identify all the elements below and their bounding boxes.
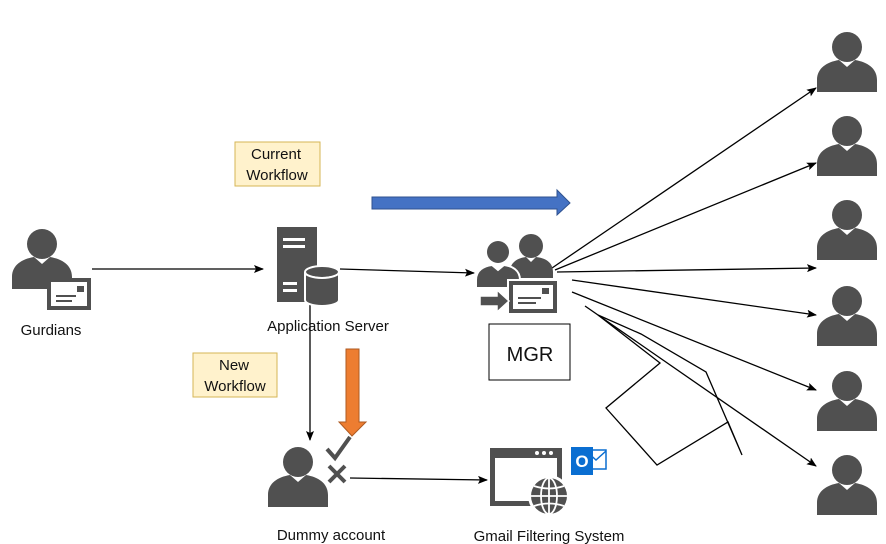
user-icon [817, 286, 877, 346]
current-workflow-arrow [371, 188, 571, 217]
arrow-mgr-to-user-4 [571, 279, 817, 318]
filter-loop-shape [597, 314, 743, 466]
new-workflow-note-line1: New [219, 357, 249, 374]
mgr-node: MGR [475, 234, 571, 381]
arrow-mgr-to-user-5 [571, 291, 817, 391]
gmail-filtering-label: Gmail Filtering System [474, 528, 625, 544]
server-database-icon [277, 227, 340, 307]
arrow-dummy-to-gmail [349, 475, 488, 484]
arrow-mgr-to-user-6 [584, 305, 817, 467]
arrow-server-to-mgr [339, 268, 475, 277]
mgr-label: MGR [507, 344, 554, 366]
mgr-label-box [488, 323, 571, 381]
guardians-node: Gurdians [12, 229, 91, 339]
user-icon [817, 200, 877, 260]
user-with-envelope-icon [12, 229, 91, 310]
recipient-users [817, 32, 877, 515]
current-workflow-note-line1: Current [251, 146, 302, 163]
browser-globe-icon [490, 448, 570, 517]
user-icon [817, 455, 877, 515]
outlook-letter: O [575, 452, 588, 471]
group-forward-mail-icon [475, 234, 559, 315]
user-icon [817, 32, 877, 92]
new-workflow-note-line2: Workflow [204, 378, 266, 395]
gmail-filtering-node: O Gmail Filtering System [474, 447, 625, 544]
outlook-icon: O [571, 447, 607, 475]
user-icon [817, 371, 877, 431]
current-workflow-note: Current Workflow [234, 141, 321, 187]
arrow-mgr-to-user-3 [556, 264, 817, 273]
new-workflow-arrow [337, 348, 368, 437]
cross-icon [327, 464, 347, 484]
dummy-account-label: Dummy account [277, 527, 386, 544]
arrow-mgr-to-user-1 [551, 87, 817, 269]
application-server-node: Application Server [267, 227, 389, 335]
arrow-mgr-to-user-2 [554, 162, 817, 271]
dummy-account-node: Dummy account [268, 435, 386, 544]
current-workflow-note-line2: Workflow [246, 167, 308, 184]
new-workflow-note: New Workflow [192, 352, 278, 398]
application-server-label: Application Server [267, 318, 389, 335]
connectors [92, 87, 817, 484]
user-check-cross-icon [268, 435, 352, 507]
guardians-label: Gurdians [21, 322, 82, 339]
user-icon [817, 116, 877, 176]
check-icon [325, 435, 352, 462]
